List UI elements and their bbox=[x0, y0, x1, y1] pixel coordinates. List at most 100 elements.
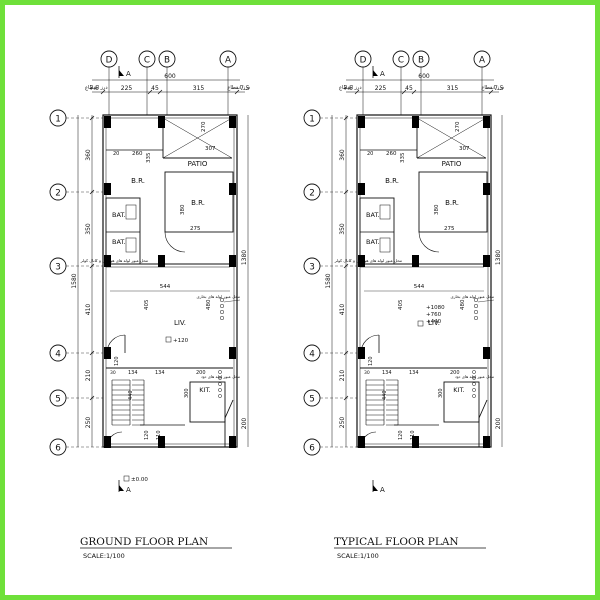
dim-side-left: 7.5 bbox=[343, 85, 353, 92]
plan-title: GROUND FLOOR PLAN bbox=[80, 536, 208, 548]
dim-total-left: 1580 bbox=[325, 273, 332, 288]
room-label-liv: LIV. bbox=[174, 319, 186, 327]
dim-inner: 30 bbox=[110, 370, 116, 376]
dim-tick bbox=[354, 89, 360, 95]
dim-top-2: 315 bbox=[447, 85, 459, 92]
dim-inner: 275 bbox=[444, 226, 455, 232]
chamfer-wall bbox=[478, 399, 488, 419]
bedroom-2-wall bbox=[164, 171, 234, 233]
column-block bbox=[229, 183, 236, 195]
axis-bubble-B-label: B bbox=[418, 55, 424, 65]
dim-inner: 134 bbox=[128, 370, 138, 376]
pipe-circle bbox=[218, 382, 222, 386]
dim-inner: 480 bbox=[206, 299, 212, 310]
dim-tick bbox=[89, 395, 95, 401]
leader-line bbox=[477, 299, 495, 303]
room-label-br2: B.R. bbox=[191, 199, 205, 207]
pipe-circle bbox=[473, 303, 479, 309]
dim-inner: 544 bbox=[414, 284, 425, 290]
column-block bbox=[158, 116, 165, 128]
note-ventilation: محل عبور لوله های هواکش و کانال کولر bbox=[80, 258, 148, 263]
axis-bubble-A-label: A bbox=[225, 55, 231, 65]
pipe-circle bbox=[219, 303, 225, 309]
pipe-circle bbox=[472, 376, 476, 380]
column-block bbox=[412, 436, 419, 448]
dim-right-1: 200 bbox=[241, 418, 248, 430]
dim-tick bbox=[100, 89, 106, 95]
pipe-circle bbox=[472, 388, 476, 392]
dim-left-2: 410 bbox=[85, 304, 92, 316]
axis-bubble-D-label: D bbox=[360, 55, 367, 65]
pipe-circle bbox=[219, 297, 225, 303]
column-block bbox=[358, 347, 365, 359]
axis-bubble-1-label: 1 bbox=[55, 114, 61, 124]
dim-left-3: 210 bbox=[339, 370, 346, 382]
axis-bubble-6-label: 6 bbox=[55, 443, 61, 453]
dim-left-4: 250 bbox=[339, 417, 346, 429]
section-label: A bbox=[126, 486, 131, 494]
dim-inner: 307 bbox=[459, 146, 470, 152]
dim-left-3: 210 bbox=[85, 370, 92, 382]
dim-inner: 120 bbox=[144, 430, 150, 440]
dim-tick bbox=[343, 115, 349, 121]
outer-wall-inner bbox=[105, 117, 235, 445]
column-block bbox=[229, 255, 236, 267]
pipe-circle bbox=[219, 309, 225, 315]
column-block bbox=[483, 255, 490, 267]
plan-scale: SCALE:1/100 bbox=[83, 552, 125, 560]
dim-inner: 134 bbox=[409, 370, 419, 376]
column-block bbox=[104, 436, 111, 448]
pipe-circle bbox=[218, 376, 222, 380]
section-label: A bbox=[380, 486, 385, 494]
dim-inner: 270 bbox=[201, 121, 207, 132]
dim-total-left: 1580 bbox=[71, 273, 78, 288]
entry-level-label: ±0.00 bbox=[131, 477, 148, 483]
pipe-circle bbox=[218, 394, 222, 398]
dim-inner: 200 bbox=[450, 370, 460, 376]
section-arrow bbox=[119, 485, 124, 491]
dim-left-0: 360 bbox=[339, 149, 346, 161]
dim-inner: 300 bbox=[438, 388, 444, 398]
level-label-0: +1080 bbox=[426, 305, 445, 311]
dim-inner: 110 bbox=[156, 430, 162, 440]
column-block bbox=[483, 436, 490, 448]
column-block bbox=[412, 255, 419, 267]
plan-title: TYPICAL FLOOR PLAN bbox=[334, 536, 459, 548]
level-label-1: +760 bbox=[426, 312, 442, 318]
dim-left-0: 360 bbox=[85, 149, 92, 161]
dim-tick bbox=[343, 350, 349, 356]
dim-side-right: 7.5 bbox=[240, 85, 250, 92]
dim-top-0: 225 bbox=[375, 85, 387, 92]
boundary-label-right: درز انقطاع bbox=[481, 85, 504, 91]
dim-tick bbox=[411, 89, 417, 95]
fixture bbox=[125, 204, 137, 220]
pipe-circle bbox=[218, 370, 222, 374]
dim-inner: 275 bbox=[190, 226, 201, 232]
dim-inner: 120 bbox=[114, 356, 120, 366]
section-arrow bbox=[373, 70, 378, 76]
note-heater: محل عبور لوله های بخاری bbox=[450, 294, 494, 299]
column-block bbox=[104, 116, 111, 128]
dim-inner: 120 bbox=[368, 356, 374, 366]
column-block bbox=[229, 436, 236, 448]
dim-inner: 30 bbox=[364, 370, 370, 376]
level-label: +120 bbox=[173, 338, 189, 344]
column-block bbox=[358, 255, 365, 267]
section-arrow bbox=[373, 485, 378, 491]
column-block bbox=[104, 255, 111, 267]
room-label-bat2: BAT. bbox=[366, 238, 380, 246]
fixture bbox=[379, 204, 391, 220]
column-block bbox=[229, 347, 236, 359]
dim-tick bbox=[401, 89, 407, 95]
dim-inner: 440 bbox=[382, 390, 388, 400]
dim-top-1: 45 bbox=[405, 85, 413, 92]
dim-inner: 134 bbox=[155, 370, 165, 376]
dim-total-top: 600 bbox=[418, 73, 430, 80]
column-block bbox=[358, 183, 365, 195]
door-swing bbox=[418, 231, 440, 253]
dim-tick bbox=[89, 350, 95, 356]
boundary-label-right: درز انقطاع bbox=[227, 85, 250, 91]
dim-tick bbox=[343, 189, 349, 195]
dim-top-0: 225 bbox=[121, 85, 133, 92]
